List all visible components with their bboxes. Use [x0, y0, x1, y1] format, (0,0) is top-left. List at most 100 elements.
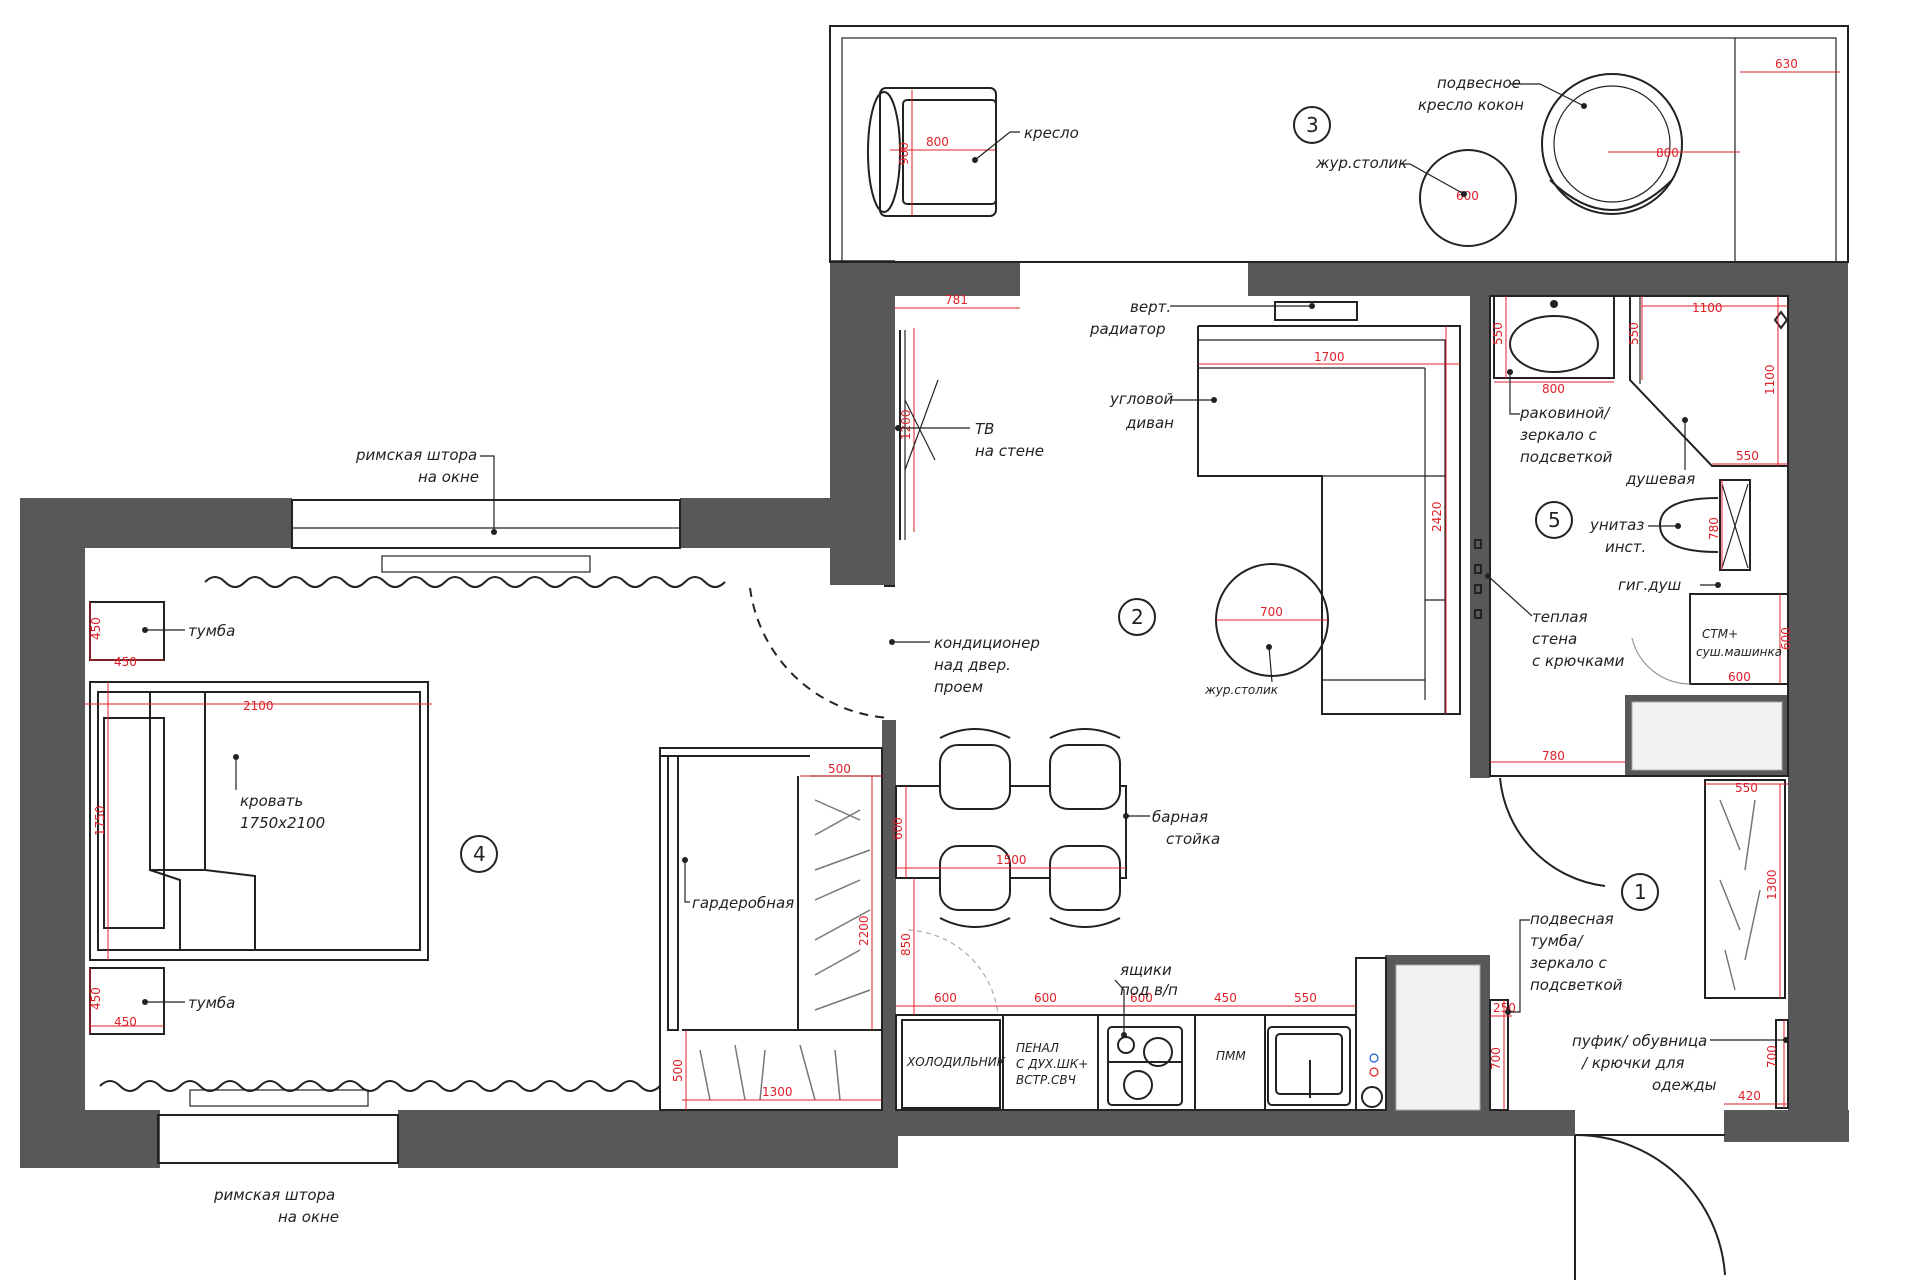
- roman-blind-top: [381, 555, 591, 573]
- label-hall-cab-1: подвесная: [1530, 910, 1614, 928]
- label-toilet-2: инст.: [1605, 538, 1646, 556]
- room-numbers: 1 2 3 4 5: [460, 106, 1659, 911]
- label-warm-wall-2: стена: [1532, 630, 1577, 648]
- dim-1100-shower-h: 1100: [1763, 364, 1777, 395]
- balcony: [829, 25, 1849, 263]
- dim-550-sink: 550: [1294, 991, 1317, 1005]
- label-bed-2: 1750х2100: [240, 814, 325, 832]
- wardrobe-icon: [659, 747, 883, 1111]
- wall-bottom-mid: [398, 1110, 898, 1168]
- wall-left: [20, 498, 85, 1168]
- label-roman-blind-top-2: на окне: [418, 468, 479, 486]
- label-penal-3: ВСТР.СВЧ: [1016, 1073, 1076, 1087]
- wall-balcony-left: [830, 262, 1020, 296]
- dim-2200: 2200: [857, 915, 871, 946]
- dim-1300-wardrobe: 1300: [762, 1085, 793, 1099]
- label-hanging-chair-1: подвесное: [1437, 74, 1521, 92]
- label-hanging-chair-2: кресло кокон: [1418, 96, 1524, 114]
- dim-600-bar: 600: [891, 817, 905, 840]
- dim-700-hall-cab: 700: [1489, 1047, 1503, 1070]
- dim-450-ns-top-w: 450: [114, 655, 137, 669]
- label-nightstand-bottom: тумба: [188, 994, 235, 1012]
- label-dishwasher: ПММ: [1216, 1049, 1246, 1063]
- label-pouf-2: / крючки для: [1580, 1054, 1684, 1072]
- leaders: [142, 83, 1789, 1043]
- label-washer-2: суш.машинка: [1696, 645, 1782, 659]
- label-bed-1: кровать: [240, 792, 303, 810]
- dim-1100-shower-w: 1100: [1692, 301, 1723, 315]
- living-kitchen: [895, 301, 1481, 1111]
- label-armchair: кресло: [1024, 124, 1079, 142]
- wall-balcony-right: [1248, 262, 1848, 296]
- bedroom-door-swing: [749, 587, 891, 719]
- label-toilet-1: унитаз: [1589, 516, 1644, 534]
- labels: кресло подвесное кресло кокон жур.столик…: [188, 74, 1782, 1226]
- label-penal-1: ПЕНАЛ: [1016, 1041, 1059, 1055]
- dim-450-ns-top-h: 450: [89, 617, 103, 640]
- dim-2420: 2420: [1430, 501, 1444, 532]
- label-roman-blind-top-1: римская штора: [355, 446, 477, 464]
- dim-600-penal: 600: [1034, 991, 1057, 1005]
- label-roman-blind-bottom-2: на окне: [278, 1208, 339, 1226]
- dim-600-washer-h: 600: [1779, 627, 1793, 650]
- dim-780-toilet: 780: [1707, 517, 1721, 540]
- wall-wardrobe-right: [882, 720, 896, 1115]
- dim-800-sink-w: 800: [1542, 382, 1565, 396]
- dim-450-ns-bot-h: 450: [89, 987, 103, 1010]
- label-coffee-table-balcony: жур.столик: [1315, 154, 1407, 172]
- wall-bathroom-left: [1470, 290, 1490, 778]
- label-hall-cab-4: подсветкой: [1530, 976, 1623, 994]
- fridge-door-swing: [907, 929, 999, 1016]
- label-pouf-1: пуфик/ обувница: [1572, 1032, 1707, 1050]
- dim-800-hanging: 800: [1656, 146, 1679, 160]
- label-sink-3: подсветкой: [1520, 448, 1613, 466]
- bathroom-door-swing: [1499, 777, 1606, 887]
- armchair-icon: [867, 87, 997, 217]
- shower-icon: [1629, 296, 1789, 467]
- label-sink-2: зеркало с: [1520, 426, 1598, 444]
- label-warm-wall-3: с крючками: [1532, 652, 1625, 670]
- label-tv-1: ТВ: [975, 420, 994, 438]
- washer-icon: [1689, 593, 1789, 685]
- coffee-table-balcony-icon: [1419, 149, 1517, 247]
- kitchen-run: [895, 957, 1387, 1111]
- dim-850: 850: [899, 933, 913, 956]
- tile-panel-bathroom: [1631, 701, 1783, 771]
- dim-600-fridge: 600: [934, 991, 957, 1005]
- label-sofa-2: диван: [1125, 414, 1174, 432]
- label-fridge: ХОЛОДИЛЬНИК: [906, 1055, 1006, 1069]
- label-sofa-1: угловой: [1109, 390, 1174, 408]
- bar-stools-icon: [939, 728, 1121, 928]
- tile-panel-kitchen: [1395, 964, 1481, 1111]
- label-nightstand-top: тумба: [188, 622, 235, 640]
- label-sink-1: раковиной/: [1519, 404, 1611, 422]
- dim-1300-closet: 1300: [1765, 869, 1779, 900]
- hallway: [1489, 779, 1789, 1280]
- bed-icon: [89, 681, 429, 961]
- dim-500-wardrobe-top: 500: [828, 762, 851, 776]
- dim-420: 420: [1738, 1089, 1761, 1103]
- label-hall-cab-2: тумба/: [1530, 932, 1584, 950]
- room-number-4: 4: [473, 842, 486, 866]
- entrance-door-swing: [1574, 1133, 1726, 1276]
- dim-1700: 1700: [1314, 350, 1345, 364]
- room-number-5: 5: [1548, 508, 1561, 532]
- dim-1500: 1500: [996, 853, 1027, 867]
- label-ac-3: проем: [934, 678, 983, 696]
- dim-781: 781: [945, 293, 968, 307]
- dim-1750: 1750: [93, 805, 107, 836]
- label-drawers-1: ящики: [1120, 961, 1172, 979]
- bathroom-sink-icon: [1493, 295, 1615, 379]
- roman-blind-bottom: [189, 1089, 369, 1107]
- label-radiator-1: верт.: [1130, 298, 1171, 316]
- label-hall-cab-3: зеркало с: [1530, 954, 1608, 972]
- curtain-bottom: [99, 1080, 661, 1092]
- dim-1200: 1200: [899, 409, 913, 440]
- dim-450-ns-bot-w: 450: [114, 1015, 137, 1029]
- kitchen-sink-icon: [1267, 1026, 1351, 1106]
- bathroom: [1474, 295, 1789, 887]
- hall-cabinet-icon: [1489, 999, 1509, 1111]
- room-number-2: 2: [1131, 605, 1144, 629]
- room-number-1: 1: [1634, 880, 1647, 904]
- wall-right: [1788, 262, 1848, 1142]
